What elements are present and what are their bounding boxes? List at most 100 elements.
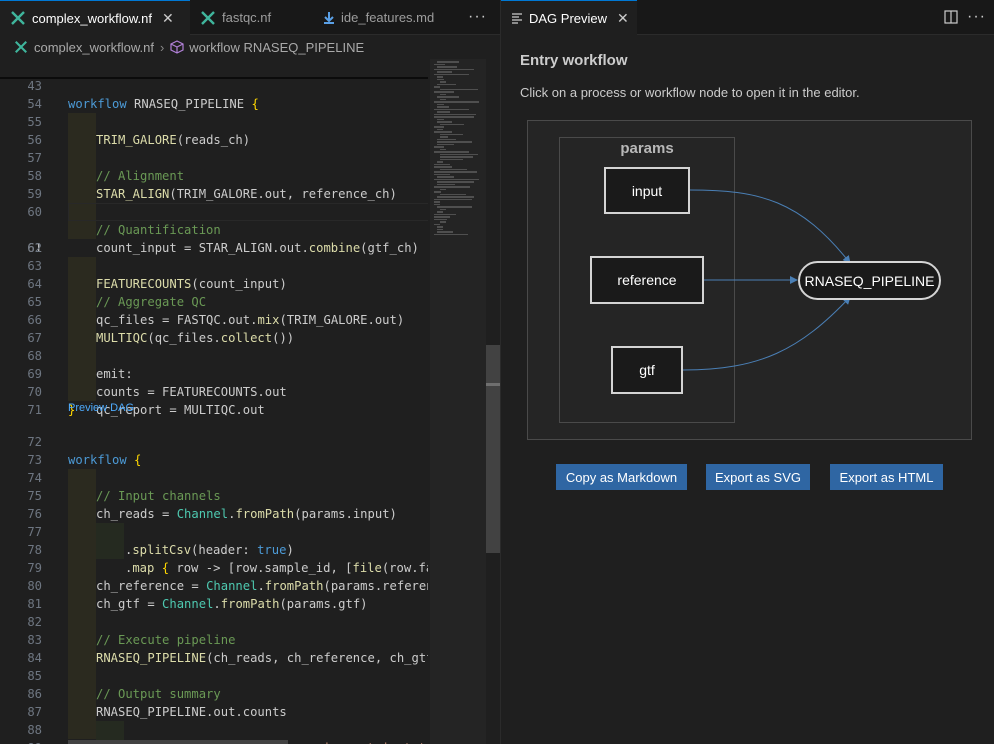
code-line: MULTIQC(qc_files.collect())	[96, 331, 295, 345]
minimap-row	[440, 188, 446, 190]
code-row[interactable]: 81 // Execute pipeline	[0, 577, 428, 647]
editor-group-divider[interactable]	[500, 0, 501, 744]
code-row[interactable]: 58	[0, 149, 428, 203]
code-row[interactable]: 69 qc_report = MULTIQC.out	[0, 347, 428, 417]
line-number: 89	[0, 739, 42, 744]
vertical-scrollbar[interactable]	[486, 345, 500, 553]
edge-gtf-pipeline	[682, 296, 851, 371]
code-line: RNASEQ_PIPELINE.out.counts	[96, 705, 287, 719]
code-row[interactable]: 57 STAR_ALIGN(TRIM_GALORE.out, reference…	[0, 131, 428, 201]
code-row[interactable]: 85 RNASEQ_PIPELINE.out.counts	[0, 649, 428, 719]
code-row[interactable]: 78 ch_reference = Channel.fromPath(param…	[0, 523, 428, 593]
line-number: 81	[27, 597, 42, 611]
code-row[interactable]: 76 .map { row -> [row.sample_id, [file(r…	[0, 487, 428, 575]
code-row[interactable]: 79 ch_gtf = Channel.fromPath(params.gtf)	[0, 541, 428, 611]
code-row[interactable]: 73 // Input channels	[0, 433, 428, 503]
minimap-row	[434, 86, 440, 88]
minimap[interactable]	[430, 59, 486, 744]
dag-node-gtf[interactable]: gtf	[611, 346, 683, 394]
tab-ide-features[interactable]: ide_features.md	[313, 0, 458, 35]
tab-fastqc[interactable]: fastqc.nf	[190, 0, 310, 35]
dag-node-reference[interactable]: reference	[590, 256, 704, 304]
breadcrumb: complex_workflow.nf › workflow RNASEQ_PI…	[0, 35, 500, 59]
code-row[interactable]: 70 }	[0, 365, 428, 417]
indent-guide	[68, 329, 96, 347]
code-row[interactable]: 77	[0, 505, 428, 559]
code-row[interactable]: 63 // Aggregate QC	[0, 239, 428, 309]
code-row[interactable]: 82 RNASEQ_PIPELINE(ch_reads, ch_referenc…	[0, 595, 428, 665]
export-html-button[interactable]: Export as HTML	[830, 464, 943, 490]
code-row[interactable]: 67 emit:	[0, 311, 428, 381]
sticky-shadow	[0, 77, 428, 79]
code-comment: // Input channels	[96, 489, 221, 503]
scrollbar-cursor-mark	[486, 383, 500, 386]
code-row[interactable]: 65 MULTIQC(qc_files.collect())	[0, 275, 428, 345]
more-actions-icon[interactable]: ···	[468, 8, 487, 25]
tab-complex-workflow[interactable]: complex_workflow.nf ✕	[0, 0, 190, 35]
code-row[interactable]: 56 // Alignment	[0, 113, 428, 183]
code-row[interactable]: 72 workflow {	[0, 415, 428, 467]
current-line-highlight	[68, 203, 428, 221]
minimap-row	[434, 203, 440, 205]
minimap-row	[440, 93, 446, 95]
tab-dag-preview[interactable]: DAG Preview ✕	[501, 0, 637, 35]
close-icon[interactable]: ✕	[617, 9, 629, 26]
code-line: emit:	[96, 367, 133, 381]
minimap-row	[434, 171, 477, 173]
minimap-row	[434, 173, 450, 175]
sticky-scroll-line[interactable]: 43 workflow RNASEQ_PIPELINE {	[0, 59, 428, 111]
dag-node-rnaseq-pipeline[interactable]: RNASEQ_PIPELINE	[798, 261, 941, 300]
indent-guide	[68, 185, 96, 203]
code-editor[interactable]: 43 workflow RNASEQ_PIPELINE { 54 TRIM_GA…	[0, 59, 428, 744]
chevron-right-icon: ›	[159, 39, 165, 55]
code-row[interactable]: 80	[0, 559, 428, 613]
indent-guide	[68, 383, 96, 401]
markdown-download-icon	[323, 11, 335, 25]
breadcrumb-symbol[interactable]: workflow RNASEQ_PIPELINE	[189, 39, 365, 55]
minimap-row	[437, 71, 452, 73]
code-row[interactable]: 60 count_input = STAR_ALIGN.out.combine(…	[0, 185, 428, 255]
line-number: 54	[0, 95, 42, 113]
code-row[interactable]: 62	[0, 221, 428, 275]
code-row[interactable]: 74 ch_reads = Channel.fromPath(params.in…	[0, 451, 428, 521]
line-number: 73	[27, 453, 42, 467]
minimap-row	[437, 78, 444, 80]
breadcrumb-file[interactable]: complex_workflow.nf	[34, 39, 154, 55]
code-row[interactable]: 89	[0, 721, 428, 744]
indent-guide	[68, 293, 96, 311]
minimap-row	[437, 138, 456, 140]
export-svg-button[interactable]: Export as SVG	[706, 464, 810, 490]
code-row[interactable]: 83	[0, 613, 428, 667]
page-title: Entry workflow	[520, 52, 628, 69]
code-row[interactable]: 55	[0, 95, 428, 149]
code-row[interactable]: 71	[0, 383, 428, 417]
code-row[interactable]: 84 // Output summary	[0, 631, 428, 701]
minimap-row	[437, 66, 457, 68]
cluster-label: params	[620, 140, 674, 157]
code-row[interactable]: 66	[0, 293, 428, 347]
preview-dag-codelens[interactable]: Preview DAG	[68, 402, 135, 414]
split-editor-icon[interactable]	[944, 10, 958, 27]
code-line: ch_reads = Channel.fromPath(params.input…	[96, 507, 397, 521]
minimap-row	[437, 141, 472, 143]
copy-markdown-button[interactable]: Copy as Markdown	[556, 464, 687, 490]
code-row[interactable]: 54 TRIM_GALORE(reads_ch)	[0, 77, 428, 147]
line-number: 59	[27, 187, 42, 201]
horizontal-scrollbar[interactable]	[68, 740, 288, 744]
line-number: 62	[27, 241, 42, 255]
minimap-row	[434, 191, 441, 193]
indent-guide	[68, 613, 96, 631]
close-icon[interactable]: ✕	[161, 9, 174, 26]
more-actions-icon[interactable]: ···	[967, 8, 986, 25]
code-row[interactable]: 64 qc_files = FASTQC.out.mix(TRIM_GALORE…	[0, 257, 428, 327]
minimap-row	[440, 98, 446, 100]
code-row[interactable]: 68 counts = FEATURECOUNTS.out	[0, 329, 428, 399]
minimap-row	[440, 208, 446, 210]
indent-guide	[68, 685, 96, 703]
minimap-row	[434, 216, 450, 218]
dag-node-input[interactable]: input	[604, 167, 690, 214]
code-row[interactable]: 59 // Quantification	[0, 167, 428, 237]
code-row[interactable]: 75 .splitCsv(header: true)	[0, 469, 428, 557]
editor-group: complex_workflow.nf ✕ fastqc.nf ide_feat…	[0, 0, 500, 744]
